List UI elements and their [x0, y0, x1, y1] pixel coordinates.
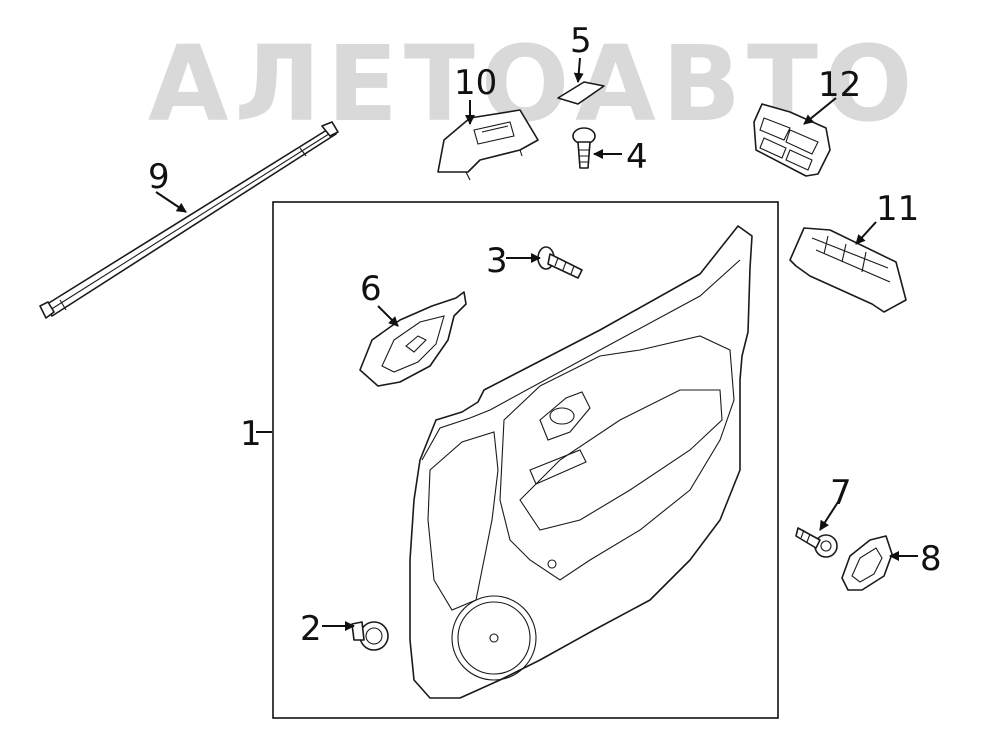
switch-base-part-11	[789, 227, 907, 313]
callout-6: 6	[360, 269, 382, 309]
callout-8: 8	[920, 539, 942, 579]
callout-11: 11	[876, 189, 919, 229]
bezel-ring-part-8	[841, 535, 893, 591]
inner-handle-part-6	[359, 291, 467, 387]
callout-9: 9	[148, 157, 170, 197]
clip-part-2	[351, 621, 389, 651]
screw-part-7	[795, 527, 838, 558]
callout-1: 1	[240, 414, 262, 454]
switch-trim-part-10	[437, 109, 539, 181]
door-panel-assembly-box	[272, 201, 779, 719]
callout-2: 2	[300, 609, 322, 649]
door-trim-panel-part-1	[409, 225, 753, 699]
callout-3: 3	[486, 241, 508, 281]
leader-lines	[155, 57, 918, 631]
callout-5: 5	[570, 21, 592, 61]
callout-7: 7	[830, 473, 852, 513]
screw-part-4	[572, 127, 596, 169]
pad-part-5	[557, 81, 605, 105]
clip-bolt-part-3	[537, 246, 583, 279]
weatherstrip-part-9	[39, 121, 339, 319]
callout-4: 4	[626, 137, 648, 177]
callout-10: 10	[454, 63, 497, 103]
callout-12: 12	[818, 65, 861, 105]
